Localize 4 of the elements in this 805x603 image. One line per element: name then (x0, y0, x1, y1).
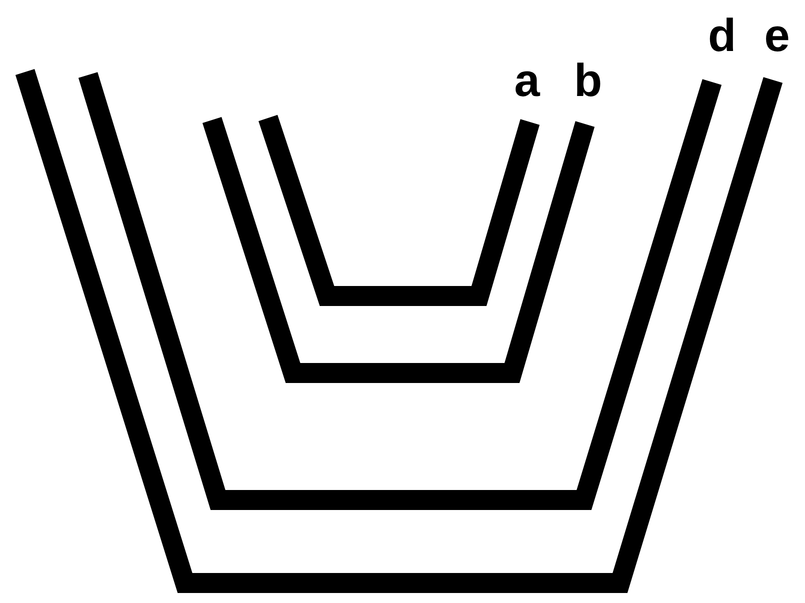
line-label: e (764, 12, 790, 58)
line-label: d (708, 12, 736, 58)
line-label: b (574, 57, 602, 103)
line-label: a (514, 57, 540, 103)
